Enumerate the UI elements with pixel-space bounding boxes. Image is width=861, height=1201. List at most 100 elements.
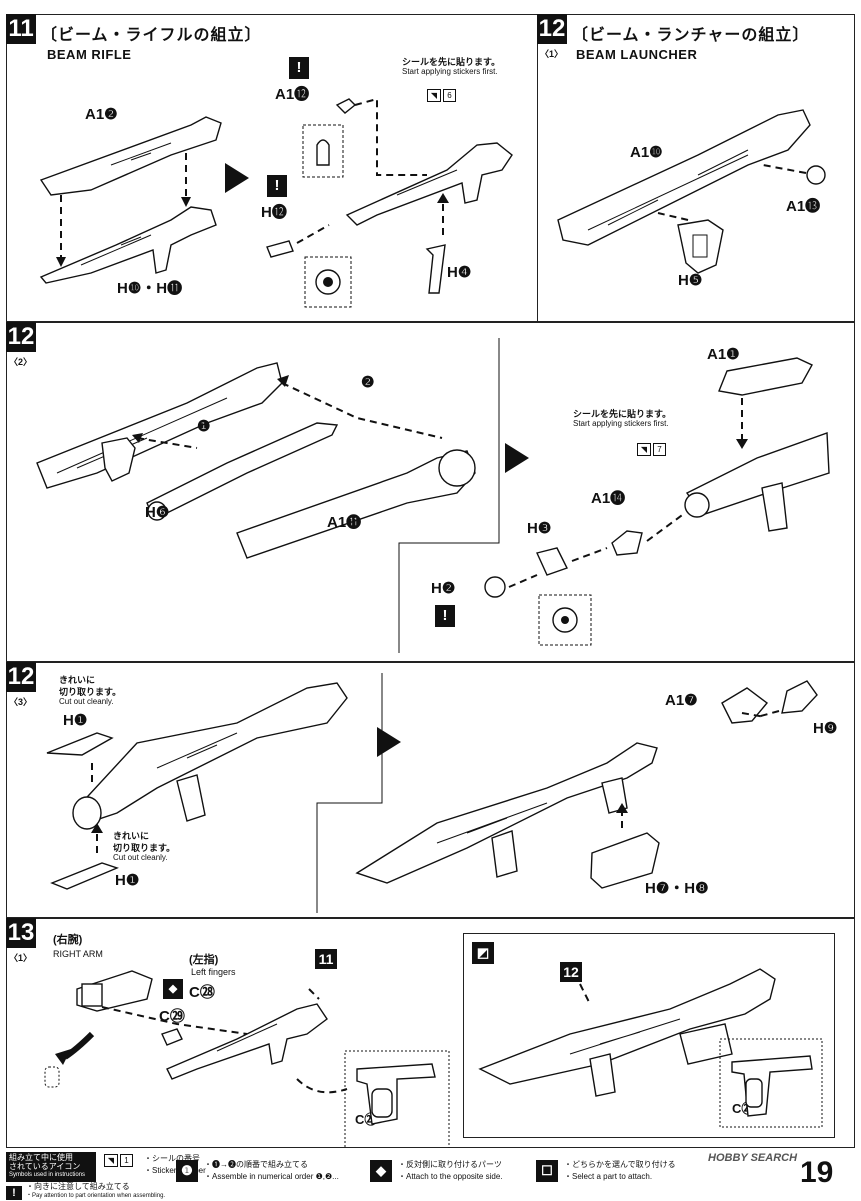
part-label-h1: H❶ — [115, 872, 140, 889]
opposite-side-icon: ◆ — [370, 1160, 392, 1182]
step-number: 12 — [537, 14, 567, 44]
launcher-arm-drawing — [478, 968, 823, 1128]
panel-divider — [398, 338, 500, 653]
part-label-c28: C㉘ — [189, 984, 215, 1001]
legend-caution-en: ・Pay attention to part orientation when … — [26, 1193, 166, 1199]
legend-opposite-jp: ・反対側に取り付けるパーツ — [398, 1160, 502, 1169]
legend-sticker-en: ・Sticker number — [144, 1166, 206, 1175]
step-number: 12 — [6, 662, 36, 692]
option-subpanel: ◩ 12 C㉙ — [463, 933, 835, 1138]
caution-icon: ! — [267, 175, 287, 197]
part-label-h7-h8: H❼・H❽ — [645, 880, 709, 897]
step-sub-number: 〈1〉 — [540, 49, 564, 59]
sticker-note-en: Start applying stickers first. — [402, 67, 498, 76]
step-number: 11 — [6, 14, 36, 44]
step-number: 12 — [6, 322, 36, 352]
part-label-h9: H❾ — [813, 720, 838, 737]
part-label-h10-h11: H❿・H⓫ — [117, 280, 183, 297]
step-11-panel: 11 〔ビーム・ライフルの組立〕 BEAM RIFLE A1❷ H❿・H⓫ ! … — [6, 14, 538, 322]
step-reference-12: 12 — [560, 962, 582, 982]
next-arrow-icon — [225, 163, 249, 193]
fingers-label-jp: (左指) — [189, 954, 219, 966]
part-label-a12: A1❷ — [85, 106, 118, 123]
rifle-arm-drawing — [44, 970, 450, 1150]
part-label-a17: A1❼ — [665, 692, 698, 709]
opposite-side-icon: ◆ — [163, 979, 183, 999]
part-label-h12: H⓬ — [261, 204, 287, 221]
caution-icon: ! — [435, 605, 455, 627]
legend-sticker: ◥1 — [104, 1154, 133, 1167]
part-label-a110: A1❿ — [630, 144, 663, 161]
part-label-h2: H❷ — [431, 580, 456, 597]
legend-select-jp: ・どちらかを選んで取り付ける — [564, 1160, 676, 1169]
sticker-note-jp: シールを先に貼ります。 — [573, 409, 672, 419]
step-title-en: BEAM RIFLE — [47, 47, 132, 62]
watermark: HOBBY SEARCH — [708, 1152, 798, 1164]
cut-note-jp-1: きれいに — [59, 675, 96, 685]
cut-note-jp-2: 切り取ります。 — [59, 687, 122, 697]
cut-note-jp-2: 切り取ります。 — [113, 843, 176, 853]
step-12-2-panel: 12 〈2〉 ❷ ❶ H❻ A1⓫ A1❶ シールを先に貼ります。 Start … — [6, 322, 855, 662]
step-13-1-panel: 13 〈1〉 (右腕) RIGHT ARM (左指) Left fingers … — [6, 918, 855, 1150]
sticker-icon: ◥ — [637, 443, 651, 456]
sticker-note-jp: シールを先に貼ります。 — [402, 57, 501, 67]
step-sub-number: 〈2〉 — [9, 357, 33, 367]
sticker-number: ◥7 — [637, 443, 666, 456]
launcher-frame-drawing — [557, 109, 826, 274]
legend-order-en: ・Assemble in numerical order ❶,❷... — [204, 1172, 339, 1181]
step-title-jp: 〔ビーム・ライフルの組立〕 — [41, 27, 262, 44]
step-12-1-panel: 12 〈1〉 〔ビーム・ランチャーの組立〕 BEAM LAUNCHER A1❿ … — [537, 14, 855, 322]
order-icon-2: ❷ — [361, 374, 375, 391]
next-arrow-icon — [377, 727, 401, 757]
select-one-icon: ☐ — [536, 1160, 558, 1182]
page-number: 19 — [800, 1156, 834, 1189]
launcher-assembly-drawing — [484, 357, 830, 646]
step-title-jp: 〔ビーム・ランチャーの組立〕 — [572, 27, 810, 44]
part-label-h4: H❹ — [447, 264, 472, 281]
launcher-body-drawing — [36, 362, 476, 559]
launcher-final-drawing — [355, 680, 818, 889]
step-sub-number: 〈3〉 — [9, 697, 33, 707]
caution-icon: ! — [289, 57, 309, 79]
legend-sticker-jp: ・シールの番号 — [144, 1154, 200, 1163]
part-label-a111: A1⓫ — [327, 514, 362, 531]
fingers-label-en: Left fingers — [191, 967, 236, 977]
part-label-h1: H❶ — [63, 712, 88, 729]
arm-label-en: RIGHT ARM — [53, 949, 103, 959]
step-number: 13 — [6, 918, 36, 948]
step-sub-number: 〈1〉 — [9, 953, 33, 963]
rifle-parts-drawing — [39, 116, 222, 284]
legend-caution-jp: ・向きに注意して組み立てる — [26, 1182, 130, 1191]
legend-title-jp-1: 組み立て中に使用 — [9, 1153, 73, 1162]
panel-divider — [316, 673, 383, 913]
step-reference-11: 11 — [315, 949, 337, 969]
rifle-assembly-drawing — [266, 97, 513, 308]
sticker-note-en: Start applying stickers first. — [573, 419, 669, 428]
part-label-a112: A1⓬ — [275, 86, 310, 103]
caution-icon: ! — [6, 1186, 22, 1200]
part-label-a114: A1⓮ — [591, 490, 626, 507]
launcher-barrel-drawing — [46, 682, 348, 890]
sticker-icon: ◥ — [427, 89, 441, 102]
part-label-a11: A1❶ — [707, 346, 740, 363]
sticker-number: ◥6 — [427, 89, 456, 102]
part-label-h6: H❻ — [145, 504, 170, 521]
legend-title-jp-2: されているアイコン — [9, 1162, 81, 1171]
cut-note-en: Cut out cleanly. — [113, 853, 168, 862]
footer-legend: 組み立て中に使用 されているアイコン Symbols used in instr… — [0, 1148, 861, 1200]
part-label-h3: H❸ — [527, 520, 552, 537]
cut-note-jp-1: きれいに — [113, 831, 150, 841]
part-label-a113: A1⓭ — [786, 198, 821, 215]
order-icon: ❶ — [176, 1160, 198, 1182]
next-arrow-icon — [505, 443, 529, 473]
legend-opposite-en: ・Attach to the opposite side. — [398, 1172, 503, 1181]
sticker-icon: ◥ — [104, 1154, 118, 1167]
order-icon-1: ❶ — [197, 418, 211, 435]
step-12-3-panel: 12 〈3〉 きれいに 切り取ります。 Cut out cleanly. H❶ … — [6, 662, 855, 918]
arm-label-jp: (右腕) — [53, 934, 83, 946]
legend-title-box: 組み立て中に使用 されているアイコン Symbols used in instr… — [6, 1152, 96, 1182]
step-title-en: BEAM LAUNCHER — [576, 47, 698, 62]
select-one-icon: ◩ — [472, 942, 494, 964]
cut-note-en: Cut out cleanly. — [59, 697, 114, 706]
part-label-h5: H❺ — [678, 272, 703, 289]
